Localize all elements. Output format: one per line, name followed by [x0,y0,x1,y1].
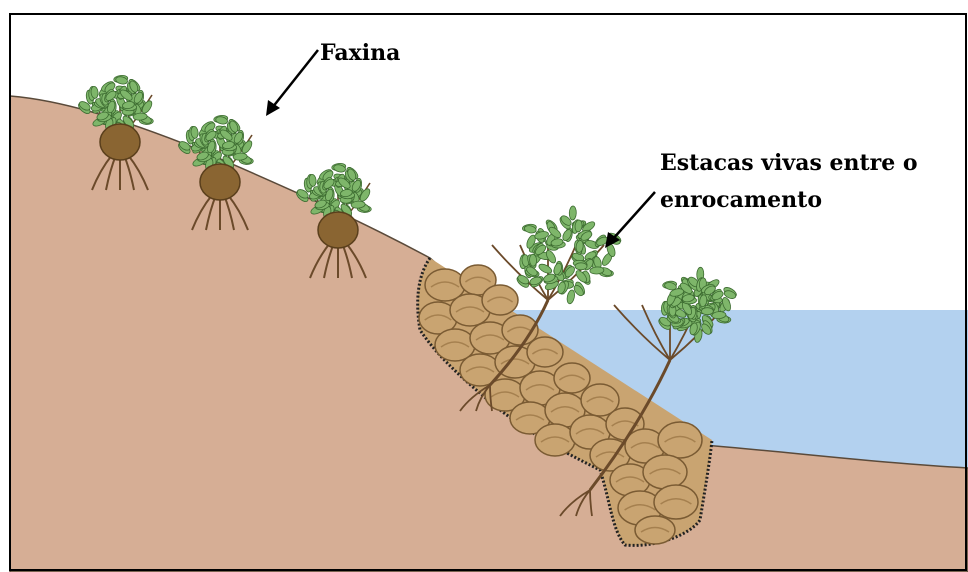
faxina-arrow-icon [266,50,318,116]
boulder-icon [482,285,518,315]
boulder-icon [527,337,563,367]
label-faxina: Faxina [320,40,400,66]
label-estacas-line1: Estacas vivas entre o [660,150,918,176]
boulder-icon [654,485,698,519]
boulder-icon [554,363,590,393]
label-estacas-line2: enrocamento [660,187,822,213]
boulder-icon [658,422,702,458]
boulder-icon [635,516,675,544]
boulder-icon [643,455,687,489]
boulder-icon [535,424,575,456]
estacas-arrow-icon [605,192,655,248]
